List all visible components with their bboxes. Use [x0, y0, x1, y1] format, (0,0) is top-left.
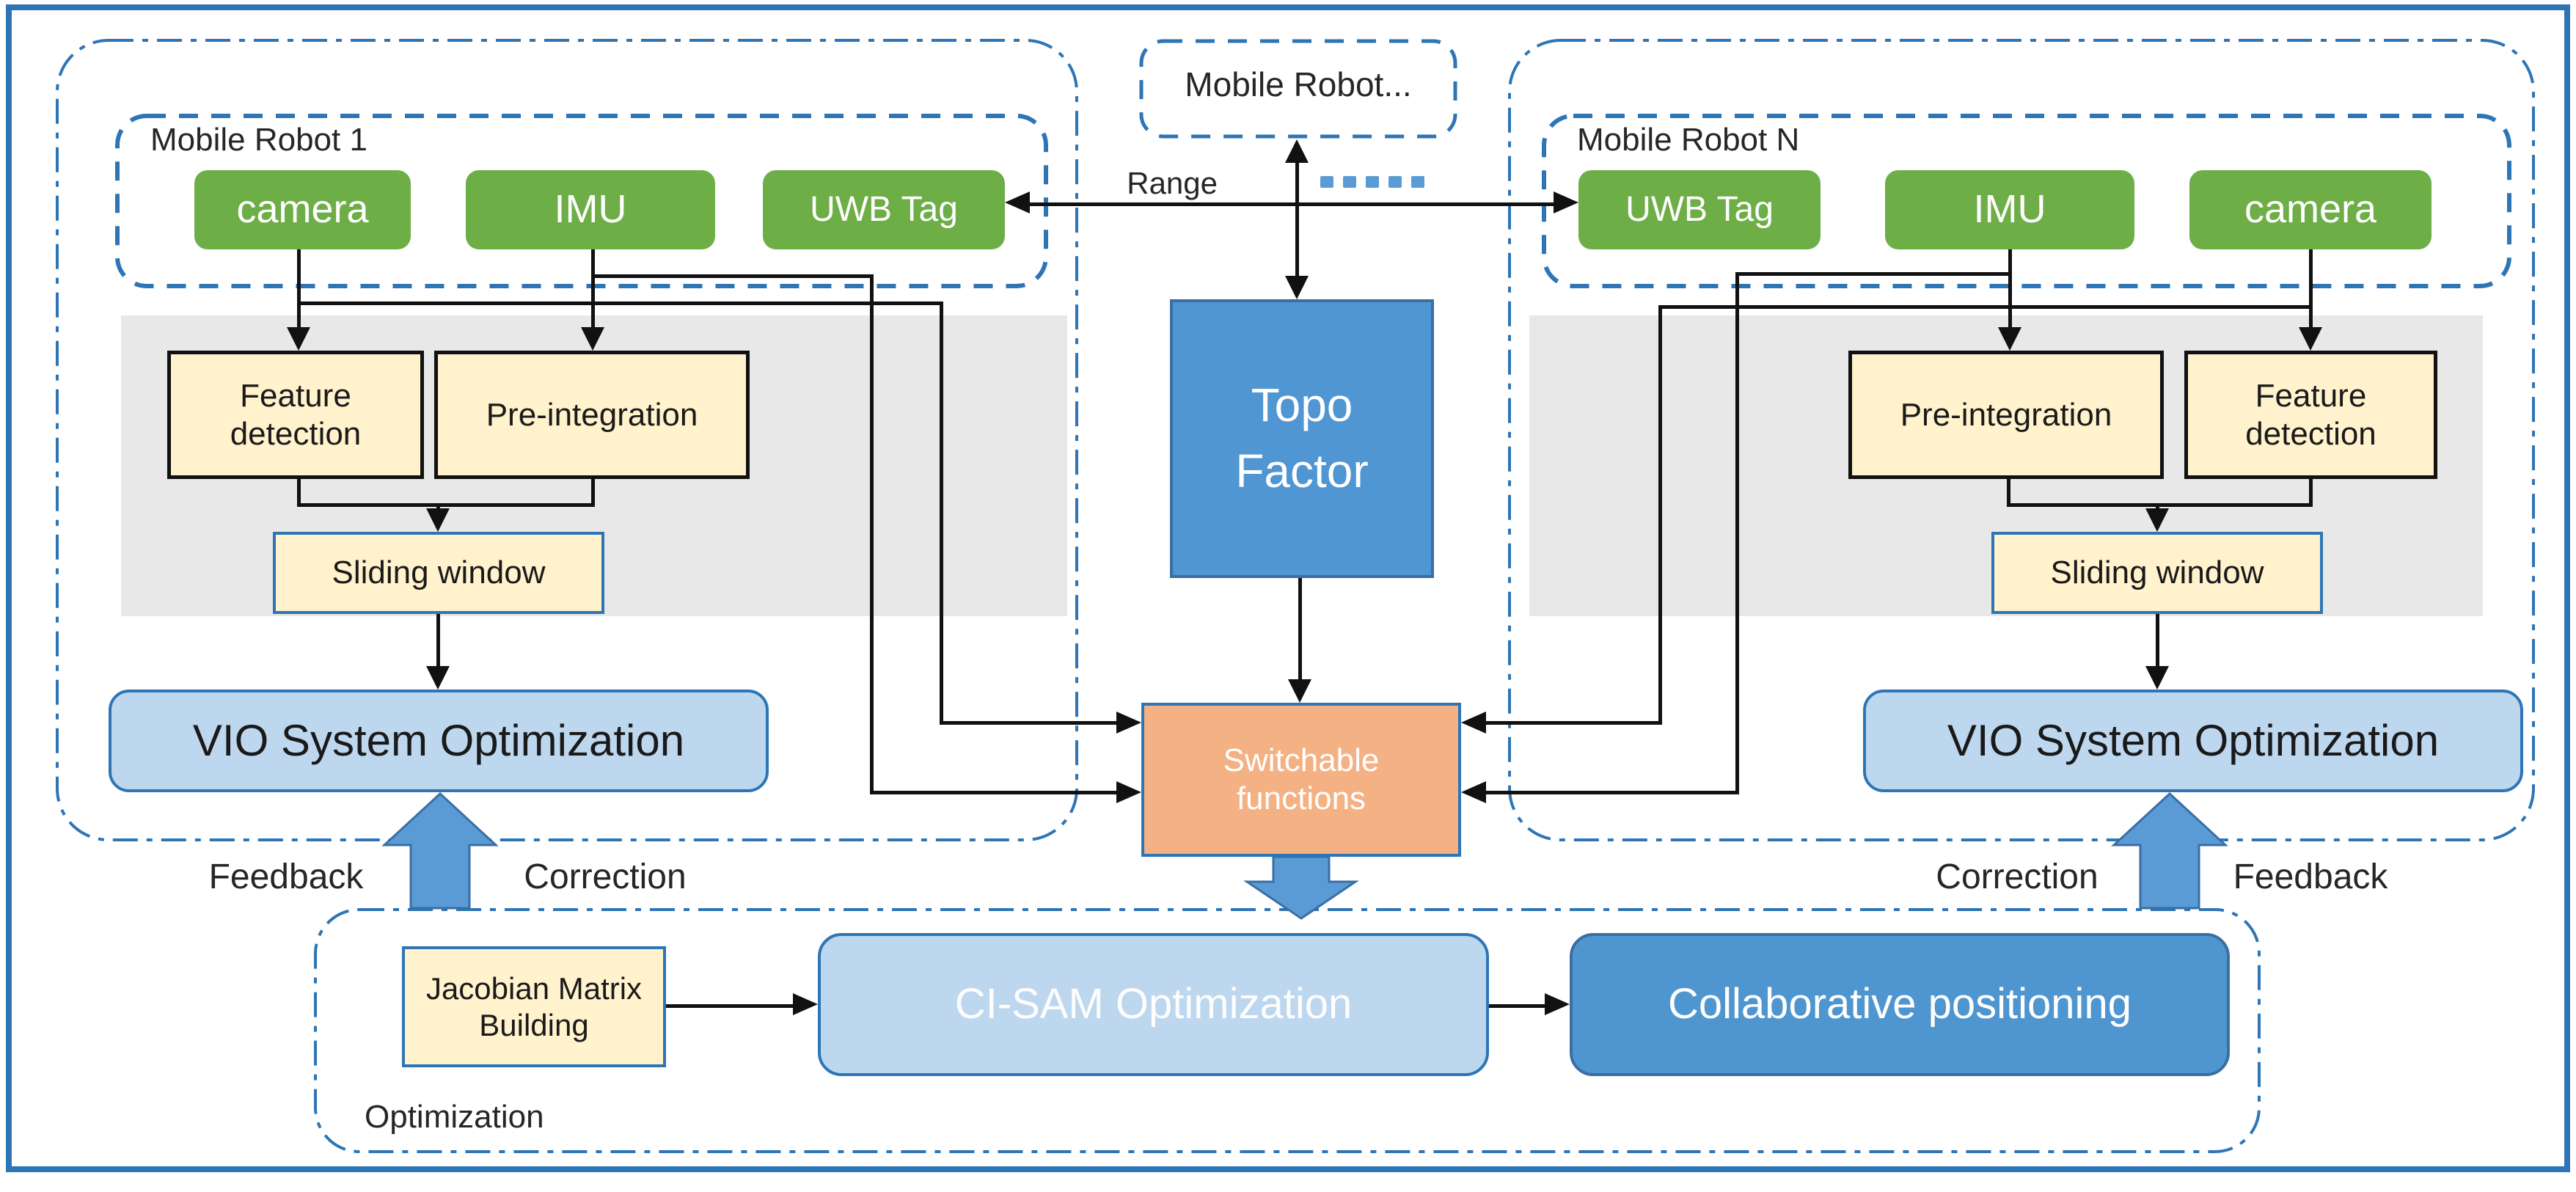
more-robots-dots	[1320, 176, 1424, 188]
robot-topo-line	[1295, 161, 1299, 277]
sliding-window-box-right: Sliding window	[1991, 532, 2323, 614]
to-switchable-right-upper	[1486, 721, 1662, 725]
uwb-box-left: UWB Tag	[763, 170, 1005, 249]
arrowhead-range-left	[1005, 191, 1030, 213]
left-robot-cluster-outline	[56, 39, 1078, 841]
cisam-box: CI-SAM Optimization	[818, 933, 1489, 1076]
imu-drop-left	[870, 274, 874, 794]
correction-label-left: Correction	[524, 858, 687, 896]
pre-stub-right	[2007, 479, 2010, 507]
arrowhead-switchable-left-upper	[1116, 712, 1141, 734]
imu-box-left: IMU	[466, 170, 715, 249]
camera-drop-left	[940, 301, 943, 725]
pre-integration-box-right: Pre-integration	[1848, 351, 2164, 479]
arrowhead-switchable-right-lower	[1461, 781, 1486, 803]
optimization-label: Optimization	[365, 1099, 544, 1135]
sliding-window-box-left: Sliding window	[273, 532, 604, 614]
camera-box-left: camera	[194, 170, 411, 249]
vio-feed-right	[2156, 614, 2159, 666]
imu-branch-right	[1735, 272, 2012, 276]
camera-line-left	[297, 249, 301, 327]
outer-frame	[6, 4, 2570, 1172]
correction-label-right: Correction	[1936, 858, 2099, 896]
imu-drop-right	[1735, 272, 1739, 794]
to-switchable-left-lower	[870, 791, 1116, 794]
arrowhead-switchable-left-lower	[1116, 781, 1141, 803]
vio-box-right: VIO System Optimization	[1863, 690, 2523, 792]
feature-stub-left	[297, 479, 301, 507]
feedback-block-arrow-right	[2111, 791, 2228, 910]
arrowhead-feature-right	[2299, 327, 2322, 351]
cisam-collab-line	[1489, 1004, 1545, 1008]
right-robot-cluster-outline	[1508, 39, 2535, 841]
arrowhead-pre-left	[581, 327, 604, 351]
imu-branch-left	[591, 274, 874, 278]
pre-stub-left	[591, 479, 595, 507]
arrowhead-sliding-left	[426, 508, 450, 532]
arrowhead-range-right	[1554, 191, 1578, 213]
center-robot-box-outline	[1139, 39, 1457, 139]
to-switchable-left-upper	[940, 721, 1116, 725]
arrowhead-collab	[1545, 993, 1570, 1015]
arrowhead-vio-right	[2145, 666, 2169, 690]
topo-switchable-line	[1298, 578, 1302, 681]
center-robot-title: Mobile Robot...	[1185, 65, 1412, 103]
imu-box-right: IMU	[1885, 170, 2134, 249]
arrowhead-sliding-right	[2145, 508, 2169, 532]
range-line	[1028, 202, 1555, 206]
camera-line-right	[2309, 249, 2313, 327]
left-sensor-group-outline	[115, 114, 1048, 288]
imu-line-left	[591, 249, 595, 327]
join-bar-right	[2007, 503, 2313, 507]
camera-box-right: camera	[2189, 170, 2432, 249]
collaborative-positioning-box: Collaborative positioning	[1570, 933, 2230, 1076]
arrowhead-to-robot	[1285, 139, 1309, 163]
arrowhead-to-topo	[1285, 276, 1309, 299]
camera-branch-right	[1658, 305, 2313, 309]
jacobian-cisam-line	[666, 1004, 793, 1008]
camera-branch-left	[297, 301, 943, 305]
arrowhead-pre-right	[1998, 327, 2021, 351]
vio-feed-left	[436, 614, 440, 666]
imu-line-right	[2008, 249, 2012, 327]
to-switchable-right-lower	[1486, 791, 1739, 794]
feedback-label-right: Feedback	[2233, 858, 2388, 896]
camera-drop-right	[1658, 305, 1662, 725]
arrowhead-vio-left	[426, 666, 450, 690]
join-bar-left	[297, 503, 595, 507]
range-label: Range	[1127, 166, 1218, 200]
switchable-output-block-arrow	[1243, 855, 1359, 920]
arrowhead-to-switchable	[1288, 679, 1311, 703]
vio-box-left: VIO System Optimization	[109, 690, 769, 792]
right-robot-title: Mobile Robot N	[1577, 122, 1800, 158]
feedback-block-arrow-left	[381, 791, 499, 910]
feedback-label-left: Feedback	[208, 858, 364, 896]
arrowhead-cisam	[793, 993, 818, 1015]
feature-stub-right	[2309, 479, 2313, 507]
arrowhead-feature-left	[287, 327, 310, 351]
pre-integration-box-left: Pre-integration	[434, 351, 750, 479]
uwb-box-right: UWB Tag	[1578, 170, 1821, 249]
right-sensor-group-outline	[1542, 114, 2511, 288]
left-robot-title: Mobile Robot 1	[150, 122, 367, 158]
arrowhead-switchable-right-upper	[1461, 712, 1486, 734]
